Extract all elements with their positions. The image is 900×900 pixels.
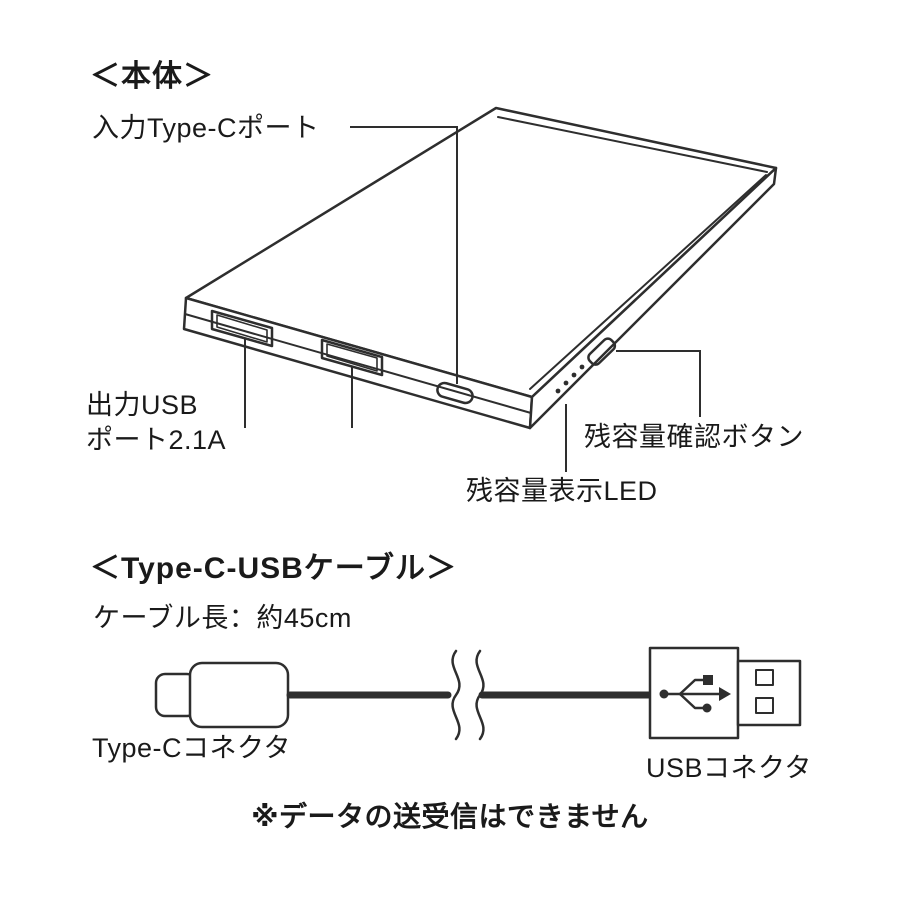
led-label: 残容量表示LED [466, 476, 658, 506]
cable-length-label: ケーブル長：約45cm [93, 603, 352, 633]
leader-input-typec-port [350, 126, 458, 384]
top-edge-bevel-line [497, 116, 768, 173]
usb-plug-hole-top [755, 669, 774, 686]
usb-plug-metal [736, 659, 802, 727]
usb-trident-icon [659, 675, 731, 713]
usb-output-port-2 [320, 338, 384, 377]
leader-check-button [616, 350, 701, 417]
input-typec-port-shape [436, 381, 474, 405]
output-usb-port-label-line2: ポート2.1A [86, 425, 227, 456]
output-usb-port-label: 出力USB ポート2.1A [86, 388, 226, 458]
usb-output-port-2-inner [326, 343, 378, 372]
leader-lines [244, 126, 701, 472]
battery-check-button-shape [587, 337, 617, 366]
usb-connector-label: USBコネクタ [646, 753, 812, 783]
battery-led-dots [555, 364, 585, 394]
body-section-title: ＜本体＞ [90, 60, 214, 93]
powerbank-drawing [182, 106, 778, 430]
cable-section-title: ＜Type-C-USBケーブル＞ [90, 552, 457, 585]
usb-output-port-1-inner [216, 314, 268, 343]
usb-output-port-1 [210, 309, 274, 348]
typec-connector-label: Type-Cコネクタ [92, 733, 291, 763]
cable-break-mark-1 [451, 649, 461, 741]
output-usb-port-label-line1: 出力USB [86, 390, 199, 420]
typec-plug-body [188, 661, 290, 729]
input-typec-port-label: 入力Type-Cポート [92, 113, 320, 143]
right-edge-bevel-line [529, 174, 767, 390]
cable-drawing [154, 646, 802, 741]
check-button-label: 残容量確認ボタン [584, 422, 804, 452]
data-transfer-note: ※データの送受信はできません [251, 801, 649, 832]
usb-plug-hole-bottom [755, 697, 774, 714]
